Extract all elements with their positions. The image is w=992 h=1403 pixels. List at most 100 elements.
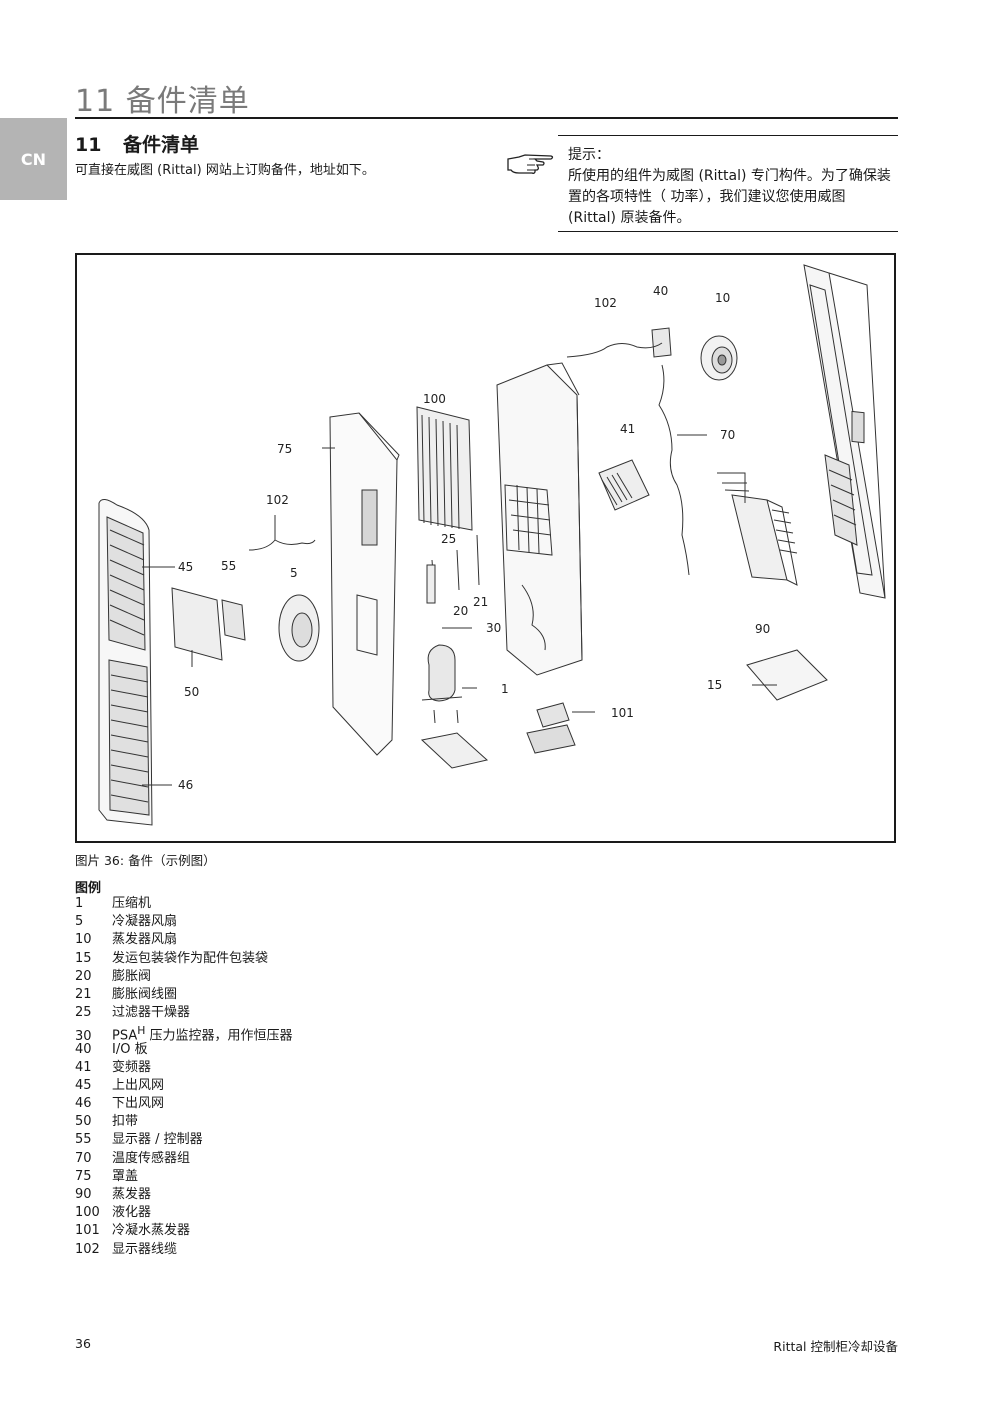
header-rule (75, 117, 898, 119)
callout-label: 1 (501, 682, 509, 696)
legend-item: 10 蒸发器风扇 (75, 931, 293, 949)
legend-label: 冷凝器风扇 (112, 914, 178, 930)
legend-number: 21 (75, 986, 92, 1002)
footer-document-title: Rittal 控制柜冷却设备 (773, 1339, 898, 1354)
legend-label: 蒸发器 (112, 1187, 152, 1202)
legend-item: 55 显示器 / 控制器 (75, 1131, 293, 1149)
legend-label: 蒸发器风扇 (112, 932, 178, 948)
legend-item: 40 I/O 板 (75, 1041, 293, 1059)
legend-label: 发运包装袋作为配件包装袋 (112, 950, 269, 966)
legend-label: 膨胀阀 (112, 968, 152, 984)
legend-item: 21 膨胀阀线圈 (75, 986, 293, 1004)
legend-label: 罩盖 (112, 1168, 139, 1184)
callout-label: 55 (221, 559, 236, 573)
footer-page-number: 36 (75, 1336, 91, 1351)
callout-label: 46 (178, 778, 193, 792)
callout-label: 75 (277, 442, 292, 456)
callout-label: 15 (707, 678, 722, 692)
callout-label: 20 (453, 604, 468, 618)
legend-item: 15 发运包装袋作为配件包装袋 (75, 950, 293, 968)
legend-number: 25 (75, 1005, 92, 1021)
callout-label: 102 (594, 296, 617, 310)
legend-number: 40 (75, 1041, 92, 1057)
legend-number: 15 (75, 950, 92, 966)
callout-label: 100 (423, 392, 446, 406)
legend-number: 20 (75, 968, 92, 984)
legend-item: 70 温度传感器组 (75, 1150, 293, 1168)
legend-label: 温度传感器组 (112, 1150, 191, 1166)
legend-superscript: H (137, 1024, 146, 1038)
legend-list: 1 压缩机 5 冷凝器风扇 10 蒸发器风扇 15 发运包装袋作为配件包装袋 20 膨胀阀… (75, 895, 293, 1259)
legend-number: 1 (75, 896, 84, 911)
legend-label: 压缩机 (112, 896, 152, 911)
legend-number: 75 (75, 1168, 92, 1184)
legend-label: 上出风网 (112, 1077, 165, 1093)
intro-text: 可直接在威图 (Rittal) 网站上订购备件，地址如下。 (75, 163, 375, 178)
legend-item: 90 蒸发器 (75, 1186, 293, 1204)
legend-label: I/O 板 (112, 1041, 148, 1057)
callout-label: 10 (715, 291, 730, 305)
legend-number: 30 (75, 1028, 92, 1044)
legend-label: 扣带 (112, 1114, 139, 1130)
legend-number: 41 (75, 1059, 92, 1075)
legend-item: 41 变频器 (75, 1059, 293, 1077)
legend-item: 46 下出风网 (75, 1095, 293, 1113)
legend-label: 膨胀阀线圈 (112, 986, 178, 1002)
legend-number: 70 (75, 1150, 92, 1166)
callout-label: 45 (178, 560, 193, 574)
callout-label: 30 (486, 621, 501, 635)
legend-item: 50 扣带 (75, 1113, 293, 1131)
legend-item: 101 冷凝水蒸发器 (75, 1222, 293, 1240)
legend-number: 90 (75, 1187, 92, 1202)
callout-label: 40 (653, 284, 668, 298)
legend-label: PSA (112, 1028, 138, 1044)
legend-label: 显示器 / 控制器 (112, 1132, 203, 1148)
legend-number: 101 (75, 1223, 100, 1239)
section-title: 备件清单 (123, 134, 200, 156)
note-text: 所使用的组件为威图 (Rittal) 专门构件。为了确保装置的各项特性（ 功率）… (568, 168, 891, 226)
legend-item: 75 罩盖 (75, 1168, 293, 1186)
legend-label: 冷凝水蒸发器 (112, 1223, 191, 1239)
page-header-title: 11 备件清单 (75, 84, 250, 119)
callout-label: 101 (611, 706, 634, 720)
note-box: 提示： 所使用的组件为威图 (Rittal) 专门构件。为了确保装置的各项特性（… (558, 135, 898, 232)
callout-label: 41 (620, 422, 635, 436)
figure-caption: 图片 36: 备件（示例图） (75, 853, 216, 868)
legend-item: 1 压缩机 (75, 895, 293, 913)
legend-number: 102 (75, 1241, 100, 1257)
spare-parts-figure: 102 40 10 100 75 41 70 102 45 55 5 25 20… (75, 253, 896, 843)
callout-label: 90 (755, 622, 770, 636)
legend-number: 5 (75, 914, 84, 930)
legend-number: 46 (75, 1096, 92, 1112)
callout-label: 25 (441, 532, 456, 546)
legend-item: 45 上出风网 (75, 1077, 293, 1095)
legend-number: 10 (75, 932, 92, 948)
exploded-view-drawing: 102 40 10 100 75 41 70 102 45 55 5 25 20… (98, 264, 886, 826)
legend-number: 50 (75, 1114, 92, 1130)
legend-label: 液化器 (112, 1205, 152, 1221)
legend-label: 变频器 (112, 1059, 152, 1075)
callout-label: 5 (290, 566, 298, 580)
legend-number: 45 (75, 1077, 92, 1093)
callout-label: 70 (720, 428, 735, 442)
legend-item: 102 显示器线缆 (75, 1241, 293, 1259)
legend-item: 30 PSAH 压力监控器，用作恒压器 (75, 1022, 293, 1043)
pointing-hand-icon (507, 154, 554, 174)
callout-label: 50 (184, 685, 199, 699)
legend-label: 下出风网 (112, 1096, 165, 1112)
legend-number: 100 (75, 1205, 100, 1221)
legend-heading: 图例 (75, 881, 102, 896)
legend-item: 25 过滤器干燥器 (75, 1004, 293, 1022)
callout-label: 102 (266, 493, 289, 507)
note-label: 提示： (568, 147, 610, 163)
legend-label-suffix: 压力监控器，用作恒压器 (145, 1028, 293, 1044)
legend-item: 100 液化器 (75, 1204, 293, 1222)
legend-item: 20 膨胀阀 (75, 968, 293, 986)
legend-label: 显示器线缆 (112, 1241, 178, 1257)
legend-label: 过滤器干燥器 (112, 1005, 191, 1021)
callout-label: 21 (473, 595, 488, 609)
legend-item: 5 冷凝器风扇 (75, 913, 293, 931)
language-tab: CN (0, 118, 67, 200)
legend-number: 55 (75, 1132, 92, 1148)
